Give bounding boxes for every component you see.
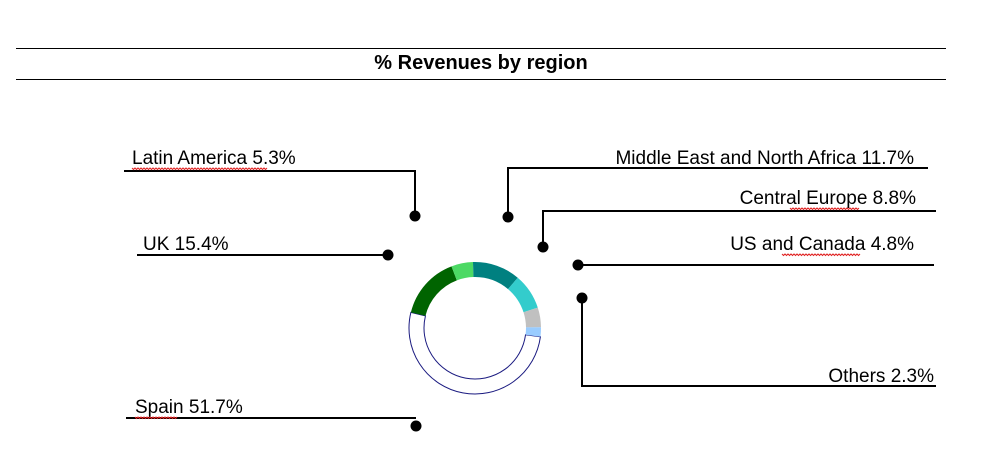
slice-central-europe	[508, 277, 538, 313]
data-label-spain: Spain 51.7%	[135, 397, 243, 418]
donut-slices	[408, 262, 541, 395]
slice-others	[525, 327, 541, 337]
leader-dot-uk	[382, 249, 394, 261]
data-label-us-and-canada: US and Canada 4.8%	[730, 234, 914, 255]
title-bottom-rule	[16, 79, 946, 80]
label-annotations: Spain 51.7% UK 15.4% Latin America 5.3% Mid…	[124, 148, 936, 432]
spellcheck-underline	[781, 253, 861, 257]
data-label-latin-america: Latin America 5.3%	[132, 148, 296, 169]
leader-dot-central-europe	[537, 241, 549, 253]
slice-us-and-canada	[523, 307, 541, 328]
slice-middle-east-and-north-africa	[472, 262, 518, 290]
data-label-middle-east-and-north-africa: Middle East and North Africa 11.7%	[615, 148, 914, 169]
data-label-central-europe: Central Europe 8.8%	[740, 188, 916, 209]
title-top-rule	[16, 48, 946, 49]
leader-line-others	[581, 298, 936, 387]
spellcheck-underline	[131, 167, 268, 171]
slice-spain	[408, 311, 541, 395]
leader-dot-us-and-canada	[572, 259, 584, 271]
leader-line-middle-east-and-north-africa	[507, 167, 928, 217]
chart-title: % Revenues by region	[374, 52, 588, 74]
leader-dot-middle-east-and-north-africa	[502, 211, 514, 223]
spellcheck-underline	[134, 416, 178, 420]
leader-line-latin-america	[124, 170, 416, 216]
data-label-uk: UK 15.4%	[143, 234, 229, 255]
data-label-others: Others 2.3%	[828, 366, 934, 387]
leader-line-central-europe	[542, 210, 936, 247]
slice-uk	[410, 266, 457, 316]
leader-dot-latin-america	[409, 210, 421, 222]
spellcheck-underline	[789, 207, 860, 211]
leader-dot-spain	[410, 420, 422, 432]
leader-dot-others	[576, 292, 588, 304]
slice-latin-america	[451, 262, 474, 281]
